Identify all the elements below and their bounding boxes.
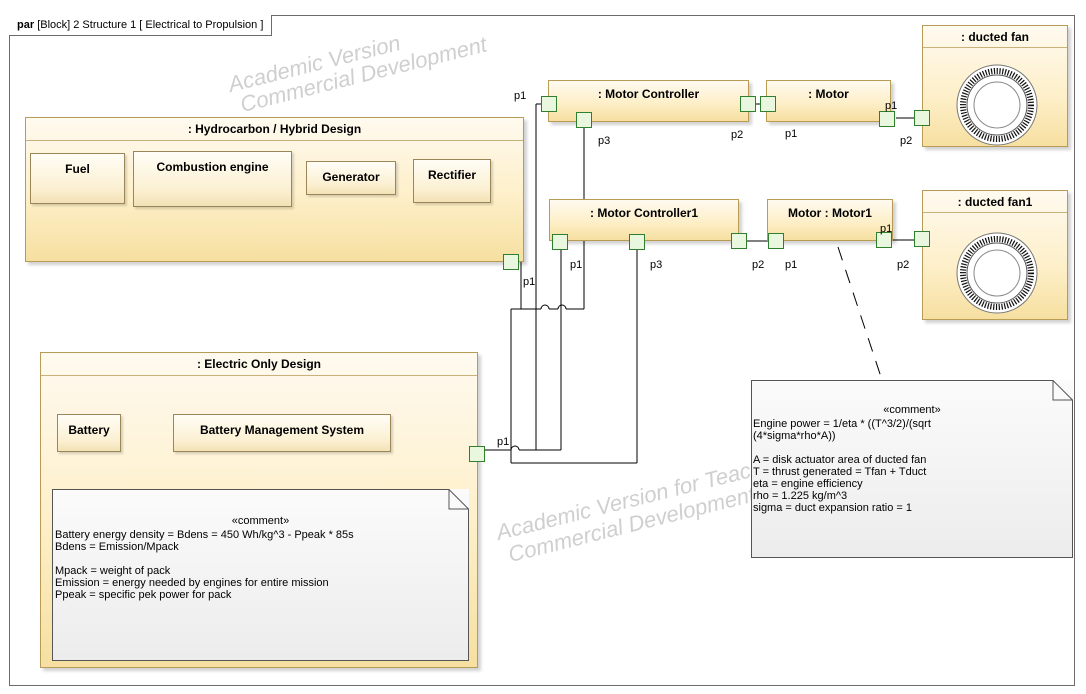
port-label: p2 <box>731 129 744 141</box>
comment-line: (4*sigma*rho*A)) <box>753 430 836 442</box>
hybrid-port-p1[interactable] <box>503 254 519 270</box>
rectifier-part[interactable]: Rectifier <box>413 159 491 203</box>
block-title: : Electric Only Design <box>196 357 322 371</box>
port-label: p1 <box>497 436 510 448</box>
motor-controller-port-p1[interactable] <box>541 96 557 112</box>
block-separator <box>923 212 1067 213</box>
comment-line: Battery energy density = Bdens = 450 Wh/… <box>55 529 354 541</box>
comment-line: A = disk actuator area of ducted fan <box>753 454 927 466</box>
frame-keyword: par <box>17 19 35 31</box>
part-label: Generator <box>322 170 380 184</box>
port-label: p2 <box>900 135 913 147</box>
note-outline <box>52 489 469 661</box>
ducted-fan-block[interactable]: : ducted fan <box>922 25 1068 147</box>
electric-port-p1[interactable] <box>469 446 485 462</box>
motor-controller1-port-p1[interactable] <box>552 234 568 250</box>
port-label: p1 <box>785 128 798 140</box>
part-label: Fuel <box>65 162 90 176</box>
frame-title: [Block] 2 Structure 1 [ Electrical to Pr… <box>37 19 264 31</box>
ducted-fan1-port-p2[interactable] <box>914 231 930 247</box>
part-label: Rectifier <box>427 168 477 182</box>
comment-stereotype: «comment» <box>883 404 941 416</box>
comment-note-right[interactable]: «comment» Engine power = 1/eta * ((T^3/2… <box>751 380 1073 558</box>
block-title: : Motor Controller <box>597 87 700 101</box>
motor-port-out[interactable] <box>879 111 895 127</box>
comment-body: Battery energy density = Bdens = 450 Wh/… <box>55 529 354 601</box>
battery-part[interactable]: Battery <box>57 414 121 452</box>
port-label: p3 <box>598 135 611 147</box>
part-label: Combustion engine <box>156 160 269 174</box>
block-separator <box>26 140 523 141</box>
ducted-fan-icon <box>956 64 1038 146</box>
comment-line: Emission = energy needed by engines for … <box>55 577 329 589</box>
block-title: : ducted fan <box>961 30 1029 44</box>
comment-line <box>753 442 931 454</box>
port-label: p1 <box>570 259 583 271</box>
port-label: p2 <box>897 259 910 271</box>
part-label: Battery Management System <box>199 423 365 437</box>
ducted-fan1-block[interactable]: : ducted fan1 <box>922 190 1068 320</box>
port-label: p1 <box>514 90 527 102</box>
ducted-fan-icon <box>956 232 1038 314</box>
comment-note-left[interactable]: «comment» Battery energy density = Bdens… <box>52 489 469 661</box>
motor1-block[interactable]: Motor : Motor1 <box>767 199 893 241</box>
comment-line: sigma = duct expansion ratio = 1 <box>753 502 912 514</box>
block-title: : Motor Controller1 <box>590 206 698 220</box>
comment-body: Engine power = 1/eta * ((T^3/2)/(sqrt (4… <box>753 418 931 514</box>
port-label: p1 <box>785 259 798 271</box>
port-label: p1 <box>885 100 898 112</box>
motor-controller-port-p2[interactable] <box>740 96 756 112</box>
comment-stereotype: «comment» <box>231 515 290 527</box>
motor-controller1-port-p2[interactable] <box>731 233 747 249</box>
combustion-engine-part[interactable]: Combustion engine <box>133 151 292 207</box>
block-separator <box>41 375 477 376</box>
comment-line: Ppeak = specific pek power for pack <box>55 589 232 601</box>
comment-line: rho = 1.225 kg/m^3 <box>753 490 848 502</box>
block-title: : ducted fan1 <box>957 195 1033 209</box>
generator-part[interactable]: Generator <box>306 161 396 195</box>
ducted-fan-port-p2[interactable] <box>914 110 930 126</box>
comment-line <box>55 553 354 565</box>
port-label: p1 <box>523 276 536 288</box>
block-separator <box>923 47 1067 48</box>
motor-port-p1[interactable] <box>760 96 776 112</box>
comment-line: Bdens = Emission/Mpack <box>55 541 179 553</box>
diagram-frame <box>9 15 1075 686</box>
motor-controller-port-p3[interactable] <box>576 112 592 128</box>
part-label: Battery <box>68 423 110 437</box>
block-title: Motor : Motor1 <box>788 206 872 220</box>
note-outline <box>751 380 1073 558</box>
motor-block[interactable]: : Motor <box>766 80 891 122</box>
block-title: : Hydrocarbon / Hybrid Design <box>187 122 362 136</box>
fuel-part[interactable]: Fuel <box>30 153 125 204</box>
port-label: p3 <box>650 259 663 271</box>
comment-line: Mpack = weight of pack <box>55 565 171 577</box>
motor1-port-out[interactable] <box>876 232 892 248</box>
comment-line: Engine power = 1/eta * ((T^3/2)/(sqrt <box>753 418 931 430</box>
comment-line: T = thrust generated = Tfan + Tduct <box>753 466 927 478</box>
port-label: p1 <box>880 223 893 235</box>
motor1-port-p1[interactable] <box>768 233 784 249</box>
diagram-frame-tab: par [Block] 2 Structure 1 [ Electrical t… <box>9 15 273 36</box>
motor-controller1-port-p3[interactable] <box>629 234 645 250</box>
port-label: p2 <box>752 259 765 271</box>
comment-line: eta = engine efficiency <box>753 478 863 490</box>
battery-management-system-part[interactable]: Battery Management System <box>173 414 391 452</box>
block-title: : Motor <box>808 87 849 101</box>
